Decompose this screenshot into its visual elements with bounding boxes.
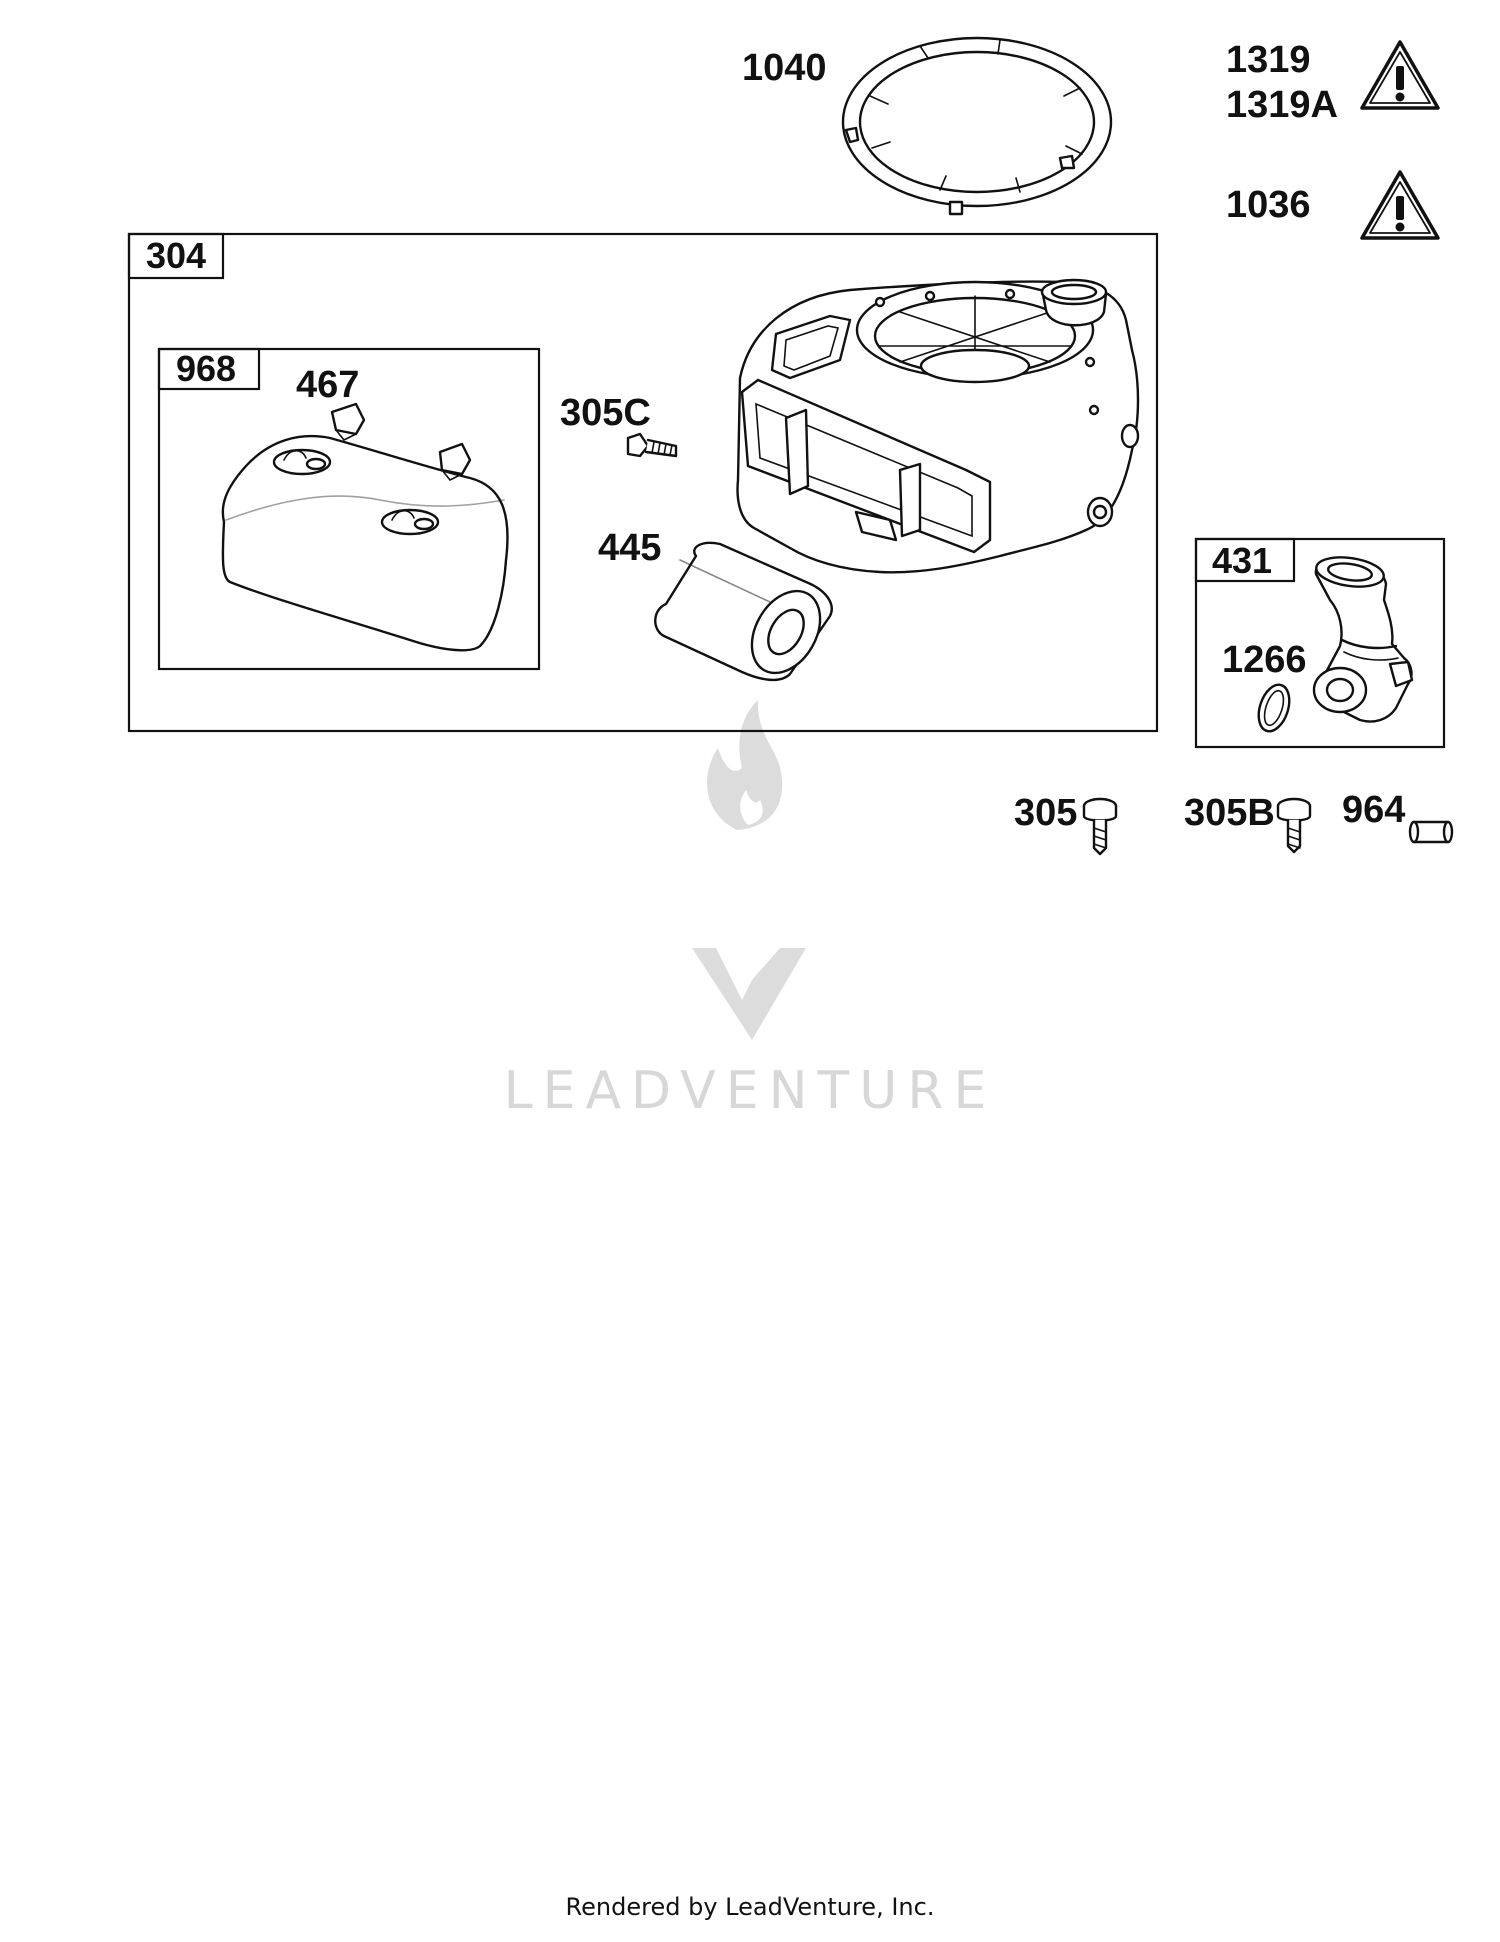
callout-1266[interactable]: 1266 xyxy=(1222,639,1307,681)
part-305c-screw[interactable] xyxy=(626,432,678,458)
callout-964[interactable]: 964 xyxy=(1342,789,1405,831)
part-305-bolt[interactable] xyxy=(1082,797,1118,856)
kit-968-box: 968 xyxy=(157,347,541,671)
callout-305b[interactable]: 305B xyxy=(1184,792,1275,834)
callout-1036[interactable]: 1036 xyxy=(1226,184,1311,226)
warning-triangle-icon xyxy=(1360,40,1440,110)
callout-1319a[interactable]: 1319A xyxy=(1226,84,1338,126)
leadventure-logo xyxy=(692,700,806,1040)
kit-431-label[interactable]: 431 xyxy=(1212,540,1272,581)
part-431-elbow[interactable] xyxy=(1312,553,1414,723)
kit-304-label[interactable]: 304 xyxy=(146,235,206,276)
footer-credit: Rendered by LeadVenture, Inc. xyxy=(565,1893,935,1921)
callout-305c[interactable]: 305C xyxy=(560,392,651,434)
kit-968-label[interactable]: 968 xyxy=(176,348,236,389)
callout-467[interactable]: 467 xyxy=(296,364,359,406)
callout-445[interactable]: 445 xyxy=(598,527,661,569)
callout-1040[interactable]: 1040 xyxy=(742,47,827,89)
part-445-filter[interactable] xyxy=(654,541,834,685)
callout-305[interactable]: 305 xyxy=(1014,792,1077,834)
watermark-text: LEADVENTURE xyxy=(504,1061,997,1121)
warning-triangle-icon xyxy=(1360,170,1440,240)
part-1266-o-ring[interactable] xyxy=(1253,681,1294,735)
part-467-clip[interactable] xyxy=(330,402,366,442)
kit-304-box: 304 xyxy=(127,232,1159,733)
part-467-clip[interactable] xyxy=(438,442,472,482)
part-1040-ring[interactable] xyxy=(841,36,1113,216)
part-968-cover[interactable] xyxy=(221,434,509,652)
part-964-spacer[interactable] xyxy=(1408,820,1454,844)
part-305b-bolt[interactable] xyxy=(1276,797,1312,854)
blower-housing[interactable] xyxy=(736,278,1140,574)
kit-431-box: 431 xyxy=(1194,537,1446,749)
callout-1319[interactable]: 1319 xyxy=(1226,39,1311,81)
